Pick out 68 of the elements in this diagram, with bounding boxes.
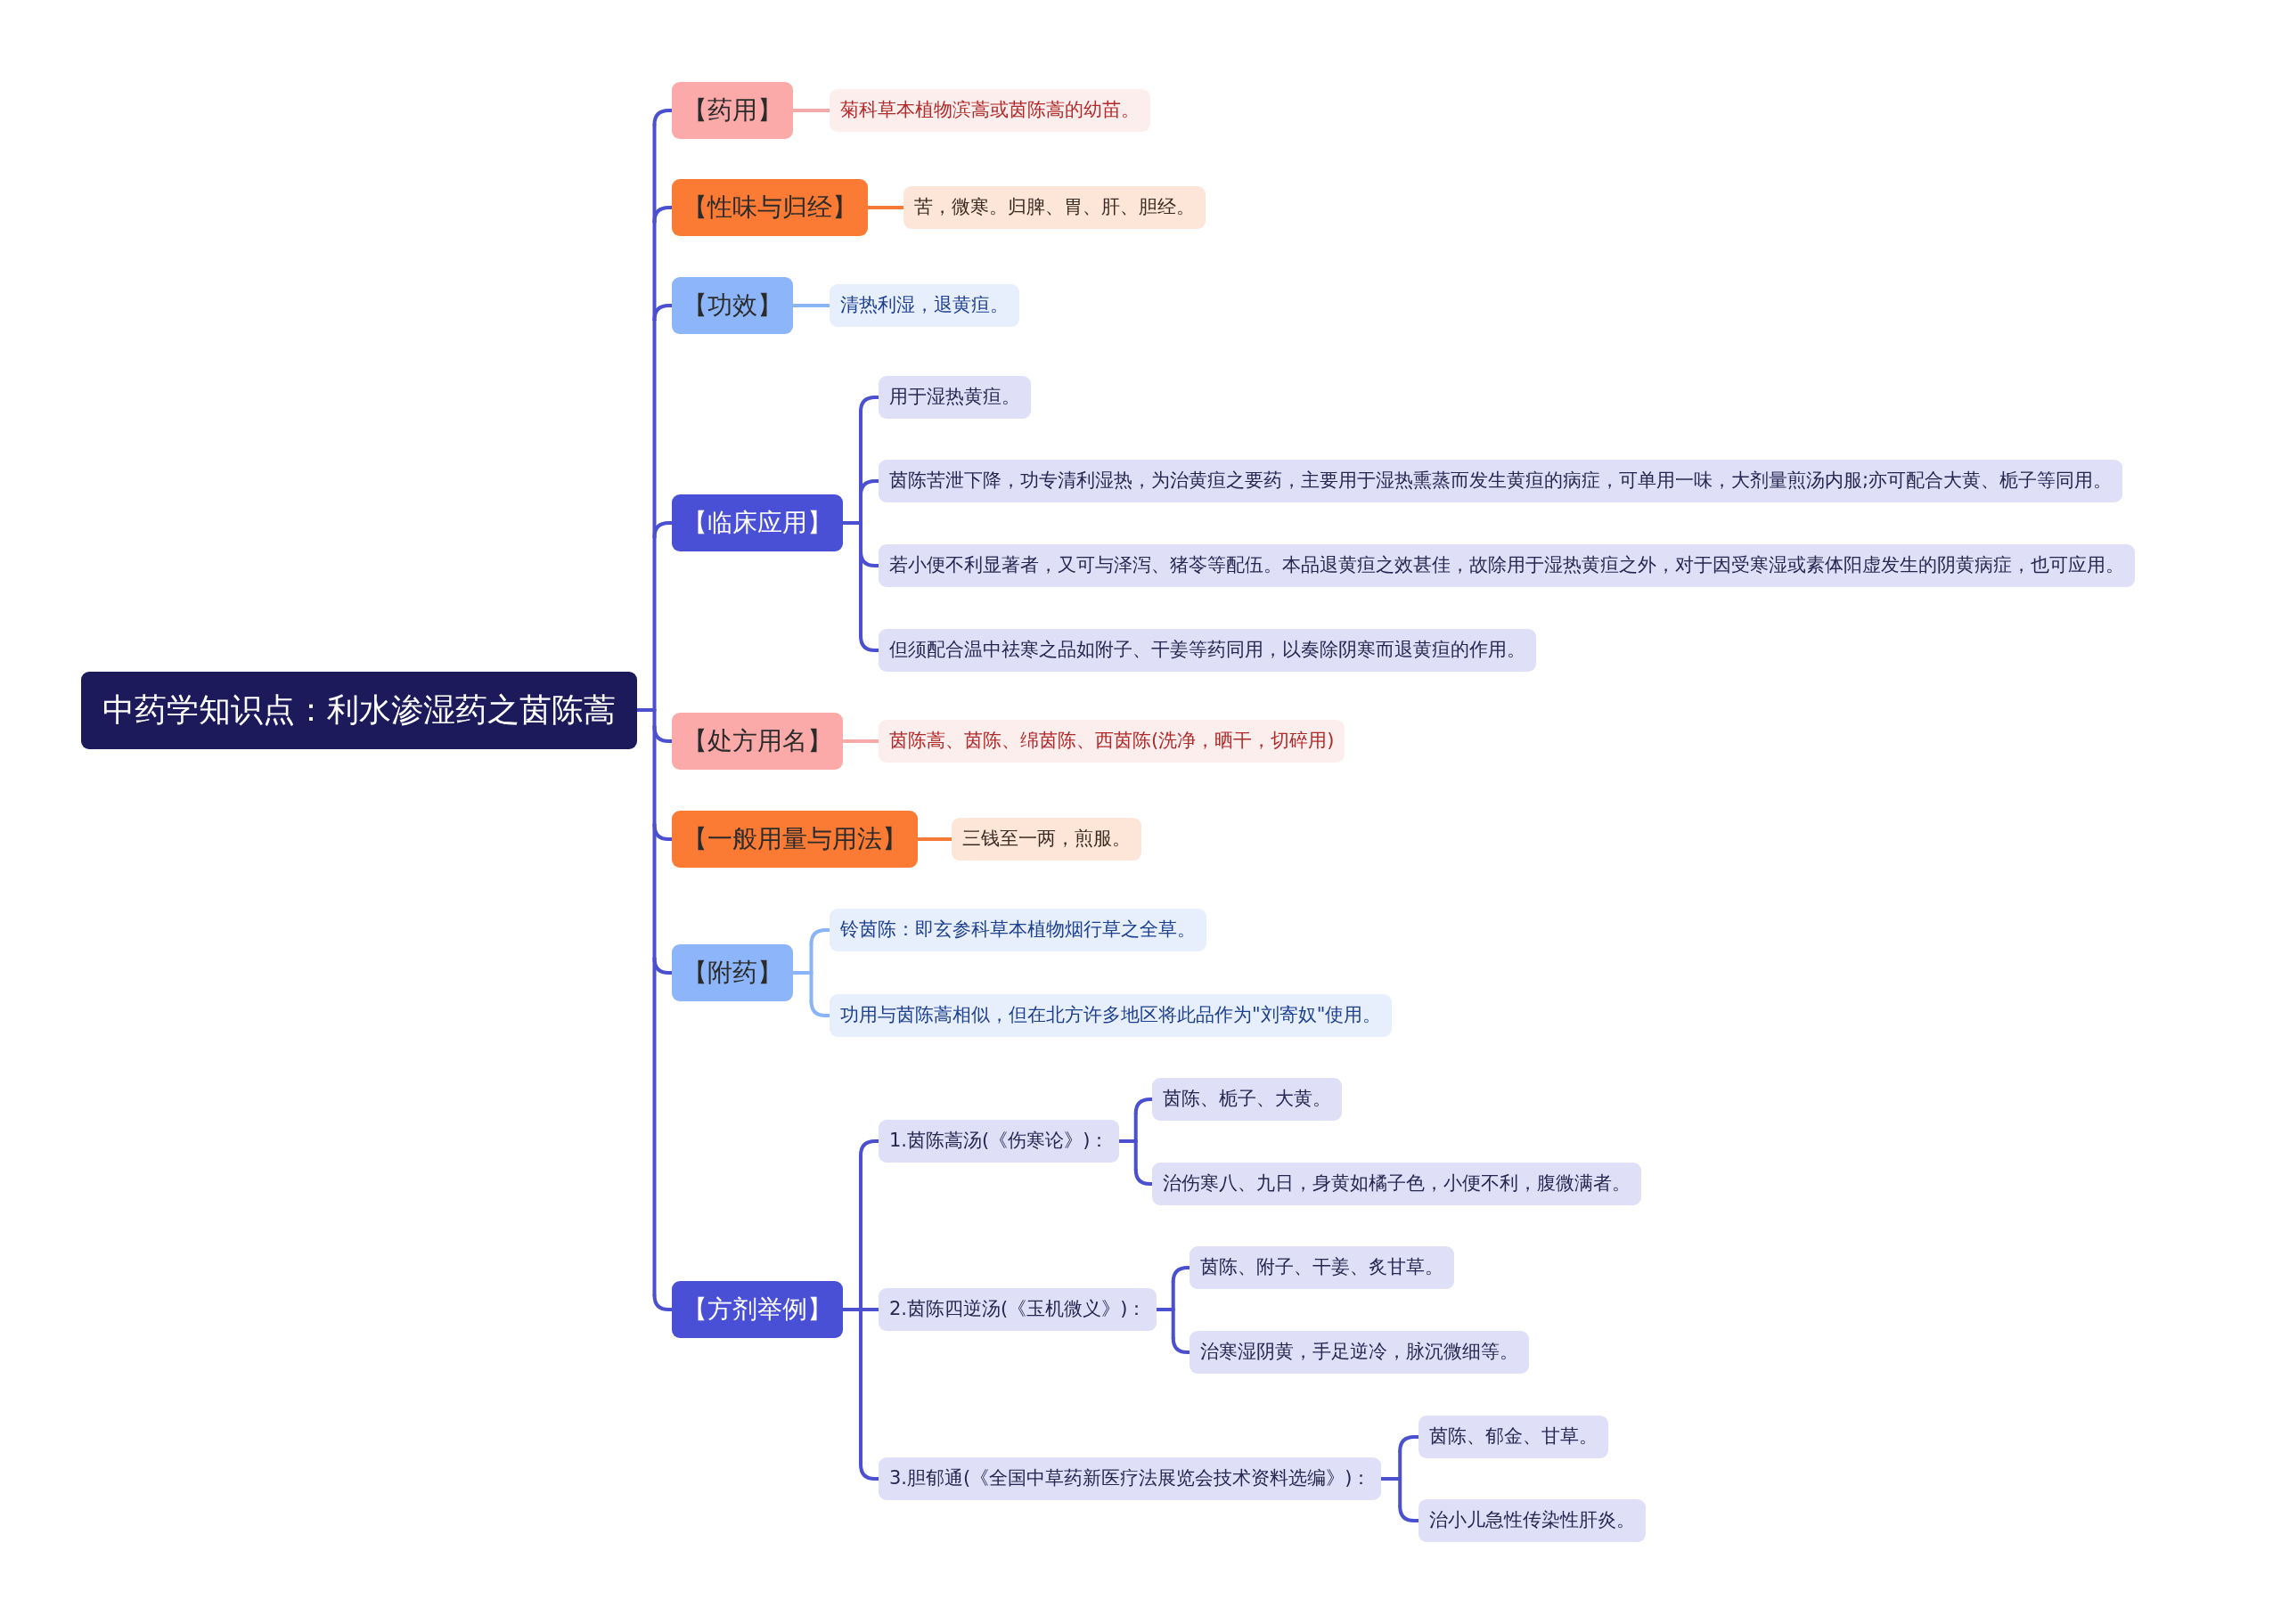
leaf-topic: 治小儿急性传染性肝炎。 [1418, 1499, 1646, 1542]
leaf-topic: 菊科草本植物滨蒿或茵陈蒿的幼苗。 [830, 89, 1150, 132]
connector-line [859, 494, 863, 525]
connector-line [652, 708, 657, 729]
branch-topic: 【一般用量与用法】 [672, 811, 918, 868]
connector-line [652, 957, 657, 1297]
connector-line [1398, 1449, 1402, 1481]
connector-line [1171, 1266, 1191, 1284]
connector-line [1171, 1336, 1191, 1354]
central-topic: 中药学知识点：利水渗湿药之茵陈蒿 [81, 671, 637, 749]
branch-topic: 【附药】 [672, 944, 793, 1001]
connector-line [916, 837, 953, 841]
leaf-topic: 茵陈蒿、茵陈、绵茵陈、西茵陈(洗净，晒干，切碎用) [879, 720, 1345, 763]
connector-line [1171, 1280, 1175, 1311]
connector-line [859, 634, 880, 652]
connector-line [652, 220, 657, 322]
connector-line [859, 521, 863, 553]
connector-line [809, 1000, 831, 1017]
leaf-topic: 苦，微寒。归脾、胃、肝、胆经。 [903, 186, 1206, 229]
connector-line [1398, 1477, 1402, 1508]
connector-line [1133, 1112, 1138, 1143]
connector-line [652, 725, 657, 827]
connector-line [652, 1293, 674, 1311]
leaf-topic: 3.胆郁通(《全国中草药新医疗法展览会技术资料选编》)： [879, 1457, 1382, 1500]
branch-topic: 【处方用名】 [672, 713, 843, 770]
connector-line [1133, 1168, 1154, 1186]
leaf-topic: 茵陈苦泄下降，功专清利湿热，为治黄疸之要药，主要用于湿热熏蒸而发生黄疸的病症，可单用一味，大剂量煎汤内服;亦可配合大黄、栀子等同用。 [879, 460, 2123, 502]
connector-line [652, 535, 657, 712]
leaf-topic: 功用与茵陈蒿相似，但在北方许多地区将此品作为"刘寄奴"使用。 [830, 994, 1393, 1037]
branch-topic: 【功效】 [672, 277, 793, 334]
leaf-topic: 清热利湿，退黄疸。 [830, 284, 1019, 327]
connector-line [652, 109, 674, 126]
connector-line [1398, 1505, 1420, 1522]
branch-topic: 【药用】 [672, 82, 793, 139]
connector-line [841, 739, 880, 743]
leaf-topic: 治伤寒八、九日，身黄如橘子色，小便不利，腹微满者。 [1152, 1163, 1641, 1205]
leaf-topic: 茵陈、郁金、甘草。 [1418, 1416, 1608, 1458]
connector-line [809, 928, 831, 946]
connector-line [809, 971, 813, 1003]
leaf-topic: 2.茵陈四逆汤(《玉机微义》)： [879, 1288, 1157, 1331]
leaf-topic: 若小便不利显著者，又可与泽泻、猪苓等配伍。本品退黄疸之效甚佳，故除用于湿热黄疸之外，对于因受寒湿或素体阳虚发生的阴黄病症，也可应用。 [879, 544, 2135, 587]
connector-line [866, 206, 905, 209]
connector-line [652, 123, 657, 224]
leaf-topic: 治寒湿阴黄，手足逆冷，脉沉微细等。 [1190, 1331, 1529, 1374]
connector-line [859, 1139, 880, 1157]
connector-line [809, 943, 813, 975]
leaf-topic: 但须配合温中祛寒之品如附子、干姜等药同用，以奏除阴寒而退黄疸的作用。 [879, 629, 1536, 672]
branch-topic: 【方剂举例】 [672, 1281, 843, 1338]
connector-line [1133, 1098, 1154, 1115]
connector-line [652, 823, 657, 960]
branch-topic: 【临床应用】 [672, 494, 843, 551]
connector-line [859, 410, 863, 497]
leaf-topic: 用于湿热黄疸。 [879, 376, 1031, 419]
connector-line [652, 318, 657, 539]
connector-line [1133, 1139, 1138, 1171]
connector-line [859, 550, 863, 638]
connector-line [859, 1463, 880, 1481]
connector-line [1171, 1308, 1175, 1340]
leaf-topic: 三钱至一两，煎服。 [952, 818, 1141, 861]
connector-line [791, 109, 831, 112]
leaf-topic: 1.茵陈蒿汤(《伤寒论》)： [879, 1120, 1120, 1163]
branch-topic: 【性味与归经】 [672, 179, 868, 236]
leaf-topic: 茵陈、栀子、大黄。 [1152, 1078, 1342, 1121]
connector-line [859, 396, 880, 413]
connector-line [1398, 1435, 1420, 1453]
connector-line [791, 304, 831, 307]
leaf-topic: 铃茵陈：即玄参科草本植物烟行草之全草。 [830, 909, 1206, 951]
leaf-topic: 茵陈、附子、干姜、炙甘草。 [1190, 1246, 1454, 1289]
